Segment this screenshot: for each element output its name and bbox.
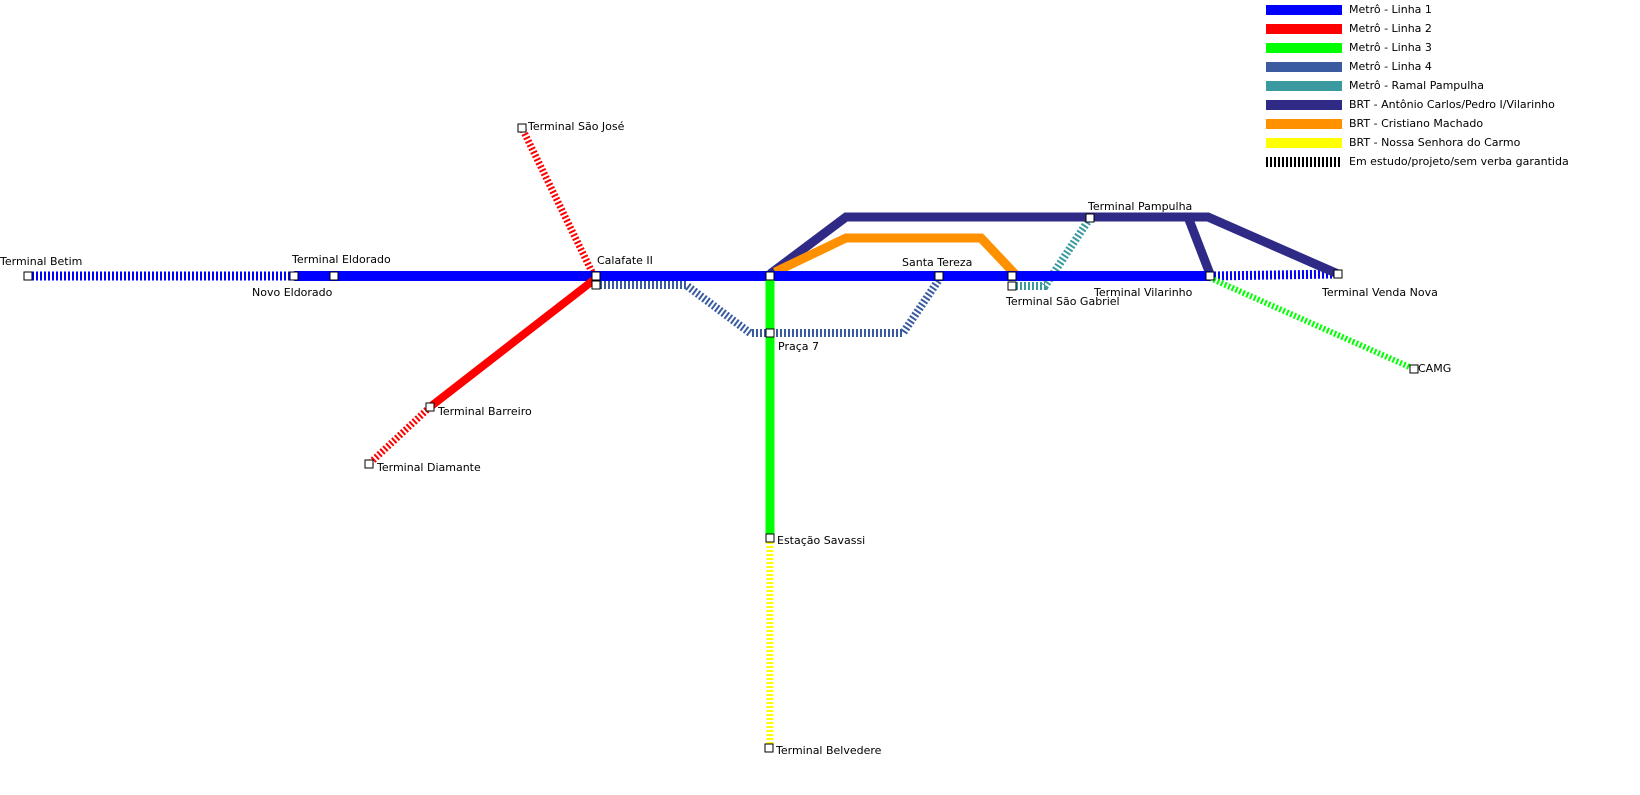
station-barreiro[interactable] [425, 402, 435, 412]
legend-item: Em estudo/projeto/sem verba garantida [1266, 152, 1569, 171]
line4 [596, 275, 944, 337]
station-calafate-line4[interactable] [591, 280, 601, 290]
label-sao-jose: Terminal São José [527, 120, 625, 133]
legend-label: BRT - Cristiano Machado [1349, 117, 1484, 130]
line2 [427, 275, 598, 411]
label-diamante: Terminal Diamante [376, 461, 481, 474]
label-camg: CAMG [1418, 362, 1451, 375]
station-savassi[interactable] [765, 533, 775, 543]
legend-item: Metrô - Linha 3 [1266, 38, 1569, 57]
label-calafate: Calafate II [597, 254, 653, 267]
legend-label: Em estudo/projeto/sem verba garantida [1349, 155, 1569, 168]
station-sao-gabriel-ramal[interactable] [1007, 281, 1017, 291]
station-praca7[interactable] [765, 328, 775, 338]
legend-label: Metrô - Linha 1 [1349, 3, 1432, 16]
legend-swatch [1266, 80, 1342, 91]
station-vilarinho[interactable] [1205, 271, 1215, 281]
legend-swatch [1266, 42, 1342, 53]
line1-venda-nova-extension [1209, 269, 1339, 281]
label-pampulha: Terminal Pampulha [1087, 200, 1192, 213]
legend-item: BRT - Nossa Senhora do Carmo [1266, 133, 1569, 152]
legend-label: Metrô - Linha 2 [1349, 22, 1432, 35]
legend-label: Metrô - Linha 3 [1349, 41, 1432, 54]
legend-swatch [1266, 61, 1342, 72]
label-santa-tereza: Santa Tereza [902, 256, 972, 269]
station-sao-jose[interactable] [517, 123, 527, 133]
station-belvedere[interactable] [764, 743, 774, 753]
legend-item: Metrô - Ramal Pampulha [1266, 76, 1569, 95]
station-diamante[interactable] [364, 459, 374, 469]
label-sao-gabriel: Terminal São Gabriel [1005, 295, 1120, 308]
legend-label: BRT - Nossa Senhora do Carmo [1349, 136, 1521, 149]
station-venda-nova[interactable] [1333, 269, 1343, 279]
line2-sao-jose-extension [518, 126, 596, 274]
legend-swatch [1266, 118, 1342, 129]
legend-swatch [1266, 137, 1342, 148]
legend-swatch [1266, 23, 1342, 34]
legend-swatch [1266, 156, 1342, 167]
label-venda-nova: Terminal Venda Nova [1321, 286, 1438, 299]
label-savassi: Estação Savassi [777, 534, 865, 547]
station-eldorado[interactable] [289, 271, 299, 281]
label-barreiro: Terminal Barreiro [437, 405, 532, 418]
station-camg[interactable] [1409, 364, 1419, 374]
line3-camg-extension [1208, 275, 1416, 372]
brt-antonio-carlos-branch [1183, 215, 1215, 276]
legend-swatch [1266, 4, 1342, 15]
legend-item: BRT - Cristiano Machado [1266, 114, 1569, 133]
label-vilarinho: Terminal Vilarinho [1093, 286, 1193, 299]
legend-item: Metrô - Linha 4 [1266, 57, 1569, 76]
legend-item: Metrô - Linha 1 [1266, 0, 1569, 19]
station-novo-eldorado[interactable] [329, 271, 339, 281]
stations [23, 123, 1419, 753]
brt-antonio-carlos [767, 212, 1340, 279]
station-betim[interactable] [23, 271, 33, 281]
label-betim: Terminal Betim [0, 255, 82, 268]
station-praca7-line1[interactable] [765, 271, 775, 281]
label-belvedere: Terminal Belvedere [775, 744, 882, 757]
station-pampulha[interactable] [1085, 213, 1095, 223]
legend-swatch [1266, 99, 1342, 110]
station-calafate[interactable] [591, 271, 601, 281]
legend-label: Metrô - Linha 4 [1349, 60, 1432, 73]
legend-label: Metrô - Ramal Pampulha [1349, 79, 1485, 92]
station-labels: Terminal Betim Terminal Eldorado Novo El… [0, 120, 1451, 757]
label-praca7: Praça 7 [778, 340, 819, 353]
station-santa-tereza[interactable] [934, 271, 944, 281]
line2-diamante-extension [366, 404, 433, 467]
legend-item: Metrô - Linha 2 [1266, 19, 1569, 38]
legend-item: BRT - Antônio Carlos/Pedro I/Vilarinho [1266, 95, 1569, 114]
label-novo-eldorado: Novo Eldorado [252, 286, 333, 299]
station-sao-gabriel[interactable] [1007, 271, 1017, 281]
ramal-pampulha [1008, 215, 1094, 290]
legend-label: BRT - Antônio Carlos/Pedro I/Vilarinho [1349, 98, 1555, 111]
legend: Metrô - Linha 1 Metrô - Linha 2 Metrô - Li… [1266, 0, 1569, 171]
brt-cristiano-machado [773, 233, 1019, 278]
label-eldorado: Terminal Eldorado [291, 253, 391, 266]
